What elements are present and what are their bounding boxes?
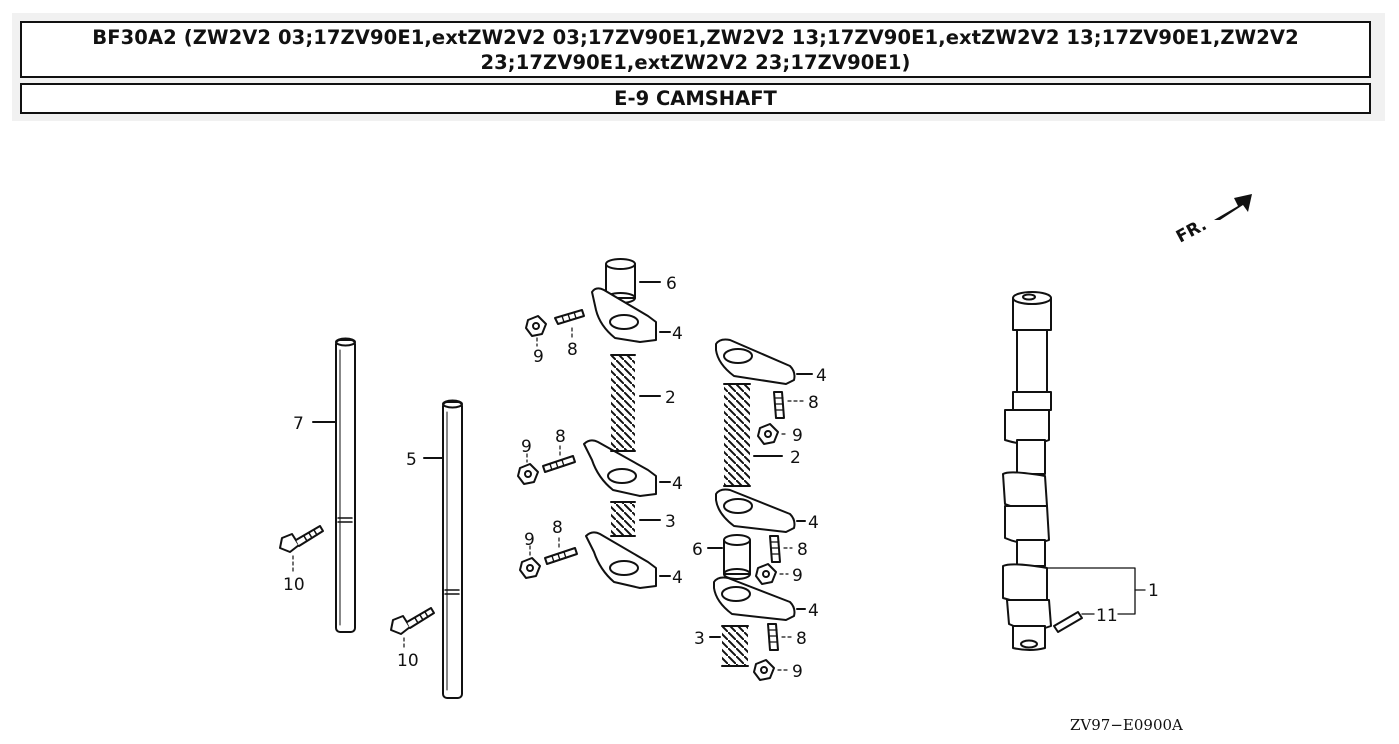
dowel-pin — [1053, 611, 1095, 633]
callout-arm-3: 4 — [672, 568, 683, 588]
callout-collar-mid: 6 — [692, 540, 703, 560]
callout-spring-short-a: 3 — [665, 512, 676, 532]
callout-camshaft: 1 — [1148, 581, 1159, 601]
callout-spring-long-a: 2 — [665, 388, 676, 408]
adjust-screw-5 — [769, 535, 793, 563]
spring-short-b — [709, 625, 749, 667]
lock-nut-1 — [525, 315, 547, 347]
callout-rocker-shaft-short: 5 — [406, 450, 417, 470]
bolt-a — [279, 525, 324, 573]
callout-collar-top: 6 — [666, 274, 677, 294]
callout-screw-5: 8 — [797, 540, 808, 560]
rocker-arm-4 — [715, 338, 813, 385]
adjust-screw-3 — [544, 537, 578, 565]
rocker-arm-1 — [591, 287, 671, 343]
camshaft — [1002, 291, 1146, 651]
lock-nut-4 — [757, 423, 789, 445]
callout-rocker-shaft-long: 7 — [293, 414, 304, 434]
lock-nut-5 — [755, 563, 789, 585]
rocker-arm-2 — [583, 439, 671, 497]
callout-screw-4: 8 — [808, 393, 819, 413]
callout-screw-6: 8 — [796, 629, 807, 649]
callout-screw-1: 8 — [567, 340, 578, 360]
rocker-shaft-short — [423, 399, 463, 699]
collar-top — [605, 258, 661, 304]
adjust-screw-4 — [773, 391, 805, 419]
bolt-b — [390, 607, 435, 651]
section-title: E-9 CAMSHAFT — [614, 87, 777, 110]
callout-nut-6: 9 — [792, 662, 803, 682]
callout-nut-5: 9 — [792, 566, 803, 586]
section-title-box: E-9 CAMSHAFT — [20, 83, 1371, 114]
callout-nut-1: 9 — [533, 347, 544, 367]
header-panel: BF30A2 (ZW2V2 03;17ZV90E1,extZW2V2 03;17… — [12, 13, 1385, 121]
callout-spring-long-b: 2 — [790, 448, 801, 468]
lock-nut-2 — [517, 453, 539, 485]
model-title-box: BF30A2 (ZW2V2 03;17ZV90E1,extZW2V2 03;17… — [20, 21, 1371, 78]
callout-nut-4: 9 — [792, 426, 803, 446]
spring-short-a — [610, 501, 661, 537]
rocker-arm-6 — [713, 576, 806, 621]
drawing-code: ZV97−E0900A — [1070, 716, 1183, 734]
callout-arm-4: 4 — [816, 366, 827, 386]
spring-long-b — [723, 383, 783, 487]
adjust-screw-6 — [767, 623, 793, 651]
callout-bolt-b: 10 — [397, 651, 419, 671]
callout-arm-5: 4 — [808, 513, 819, 533]
callout-screw-3: 8 — [552, 518, 563, 538]
front-marker-label: FR. — [1173, 215, 1210, 247]
callout-nut-3: 9 — [524, 530, 535, 550]
callout-pin: 11 — [1096, 606, 1118, 626]
lock-nut-3 — [519, 545, 541, 579]
model-title: BF30A2 (ZW2V2 03;17ZV90E1,extZW2V2 03;17… — [92, 25, 1299, 74]
front-direction-arrow-icon — [1214, 194, 1252, 220]
callout-arm-1: 4 — [672, 324, 683, 344]
adjust-screw-1 — [554, 309, 585, 341]
collar-mid — [707, 534, 751, 580]
callout-screw-2: 8 — [555, 427, 566, 447]
adjust-screw-2 — [542, 445, 576, 473]
callout-spring-short-b: 3 — [694, 629, 705, 649]
spring-long-a — [610, 354, 661, 452]
lock-nut-6 — [753, 659, 789, 681]
rocker-shaft-long — [312, 337, 356, 633]
callout-arm-2: 4 — [672, 474, 683, 494]
callout-nut-2: 9 — [521, 437, 532, 457]
rocker-arm-5 — [715, 488, 806, 533]
rocker-arm-3 — [585, 531, 671, 589]
callout-bolt-a: 10 — [283, 575, 305, 595]
callout-arm-6: 4 — [808, 601, 819, 621]
